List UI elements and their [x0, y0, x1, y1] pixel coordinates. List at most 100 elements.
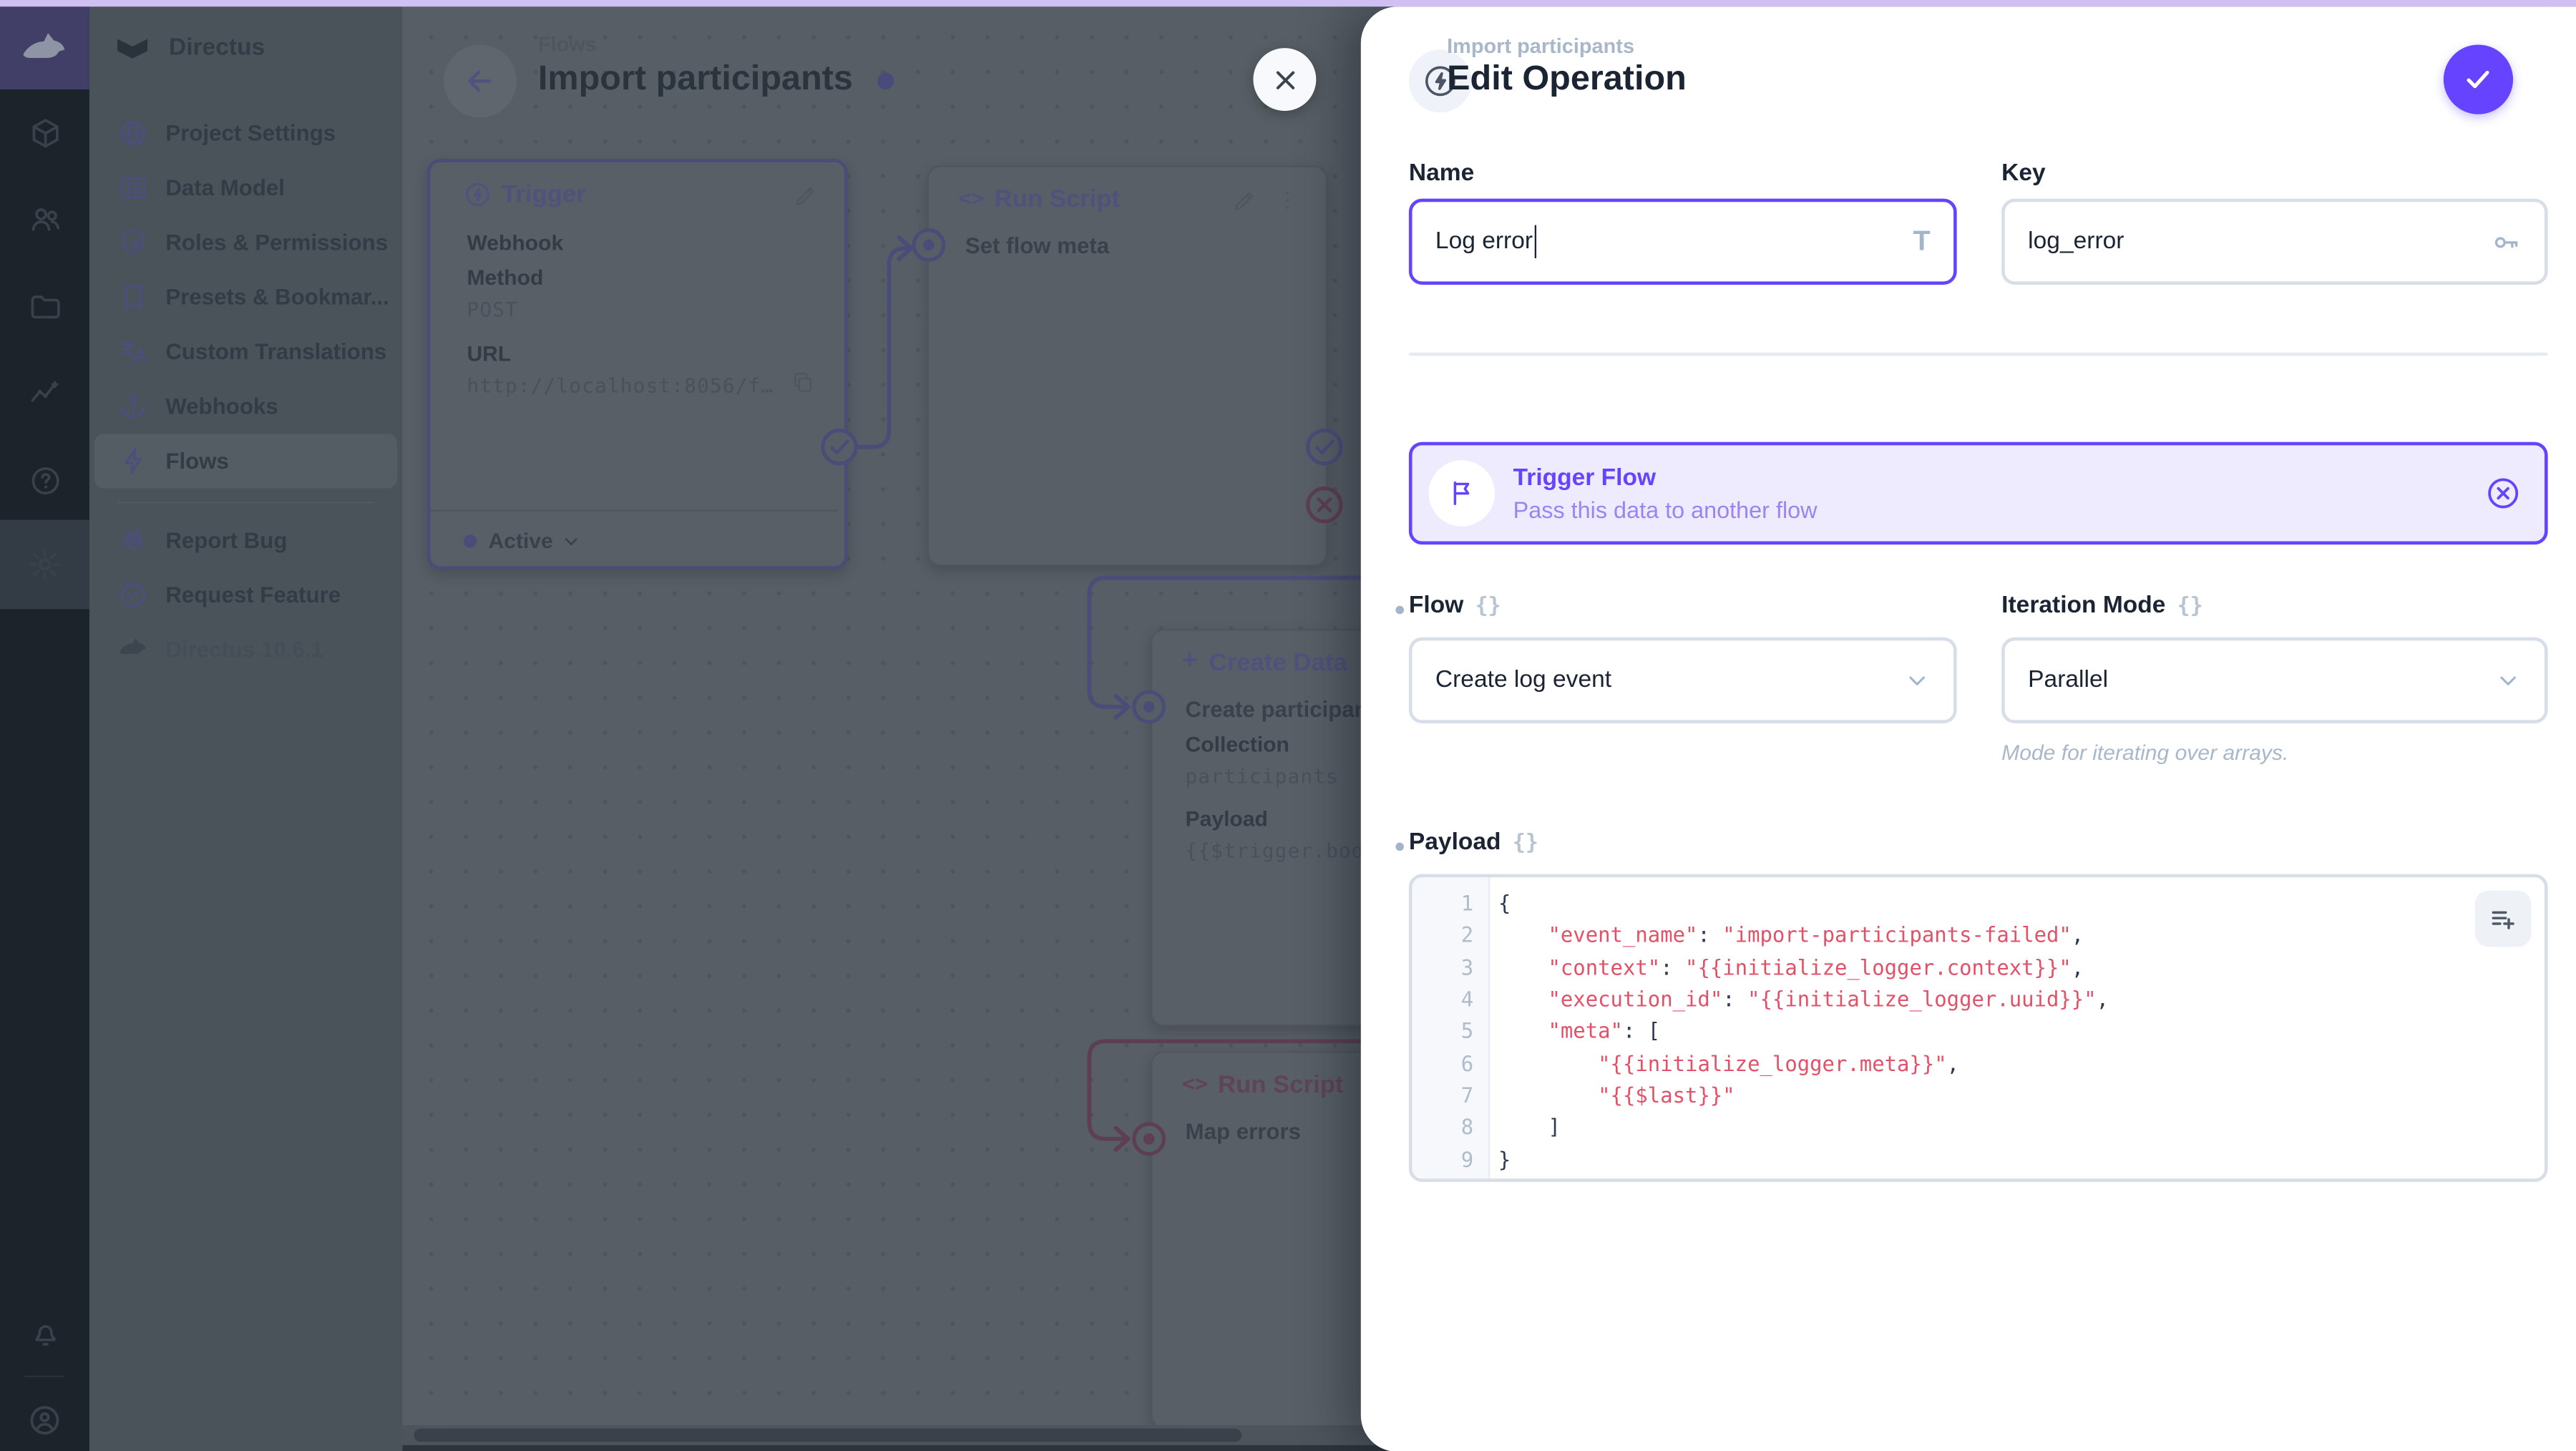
code-line[interactable]: 5 "meta": [ [1413, 1015, 2545, 1047]
code-line[interactable]: 4 "execution_id": "{{initialize_logger.u… [1413, 983, 2545, 1015]
breadcrumb[interactable]: Flows [537, 33, 597, 57]
operation-name: Set flow meta [965, 233, 1110, 258]
title-case-icon[interactable]: T [1913, 225, 1931, 257]
trigger-type: Webhook [467, 230, 564, 255]
edit-operation-icon[interactable] [1231, 189, 1257, 222]
gear-icon [29, 549, 60, 580]
operation-title: Run Script [994, 185, 1121, 214]
check-icon [2467, 70, 2489, 89]
code-text: "context": "{{initialize_logger.context}… [1548, 954, 2084, 980]
sidebar-item-presets-bookmarks[interactable]: Presets & Bookmar... [94, 270, 397, 324]
operation-panel-set-flow-meta[interactable]: <> Run Script Set flow meta [927, 165, 1328, 567]
sidebar-item-project-settings[interactable]: Project Settings [94, 106, 397, 160]
iteration-mode-select[interactable]: Parallel [2001, 637, 2548, 724]
code-text: "event_name": "import-participants-faile… [1548, 922, 2084, 948]
project-icon [117, 39, 148, 59]
code-text: "execution_id": "{{initialize_logger.uui… [1548, 986, 2109, 1012]
users-icon [31, 207, 59, 230]
help-icon [31, 466, 59, 494]
status-toggle[interactable]: Active [463, 528, 581, 553]
module-content[interactable] [0, 94, 89, 170]
close-drawer-button[interactable] [1253, 48, 1317, 112]
save-button[interactable] [2443, 44, 2514, 114]
iteration-label: Iteration Mode [2001, 592, 2166, 620]
raw-value-icon[interactable]: {} [1475, 593, 1501, 619]
module-insights[interactable] [0, 354, 89, 430]
code-text: "{{initialize_logger.meta}}", [1598, 1050, 1960, 1075]
line-number: 9 [1460, 1146, 1474, 1171]
directus-logo[interactable] [0, 0, 89, 89]
payload-label: Payload [1408, 829, 1501, 856]
name-input[interactable]: Log error T [1408, 198, 1957, 285]
code-text: "{{$last}}" [1598, 1082, 1735, 1108]
bolt-circle-icon [466, 182, 489, 207]
module-users[interactable] [0, 180, 89, 256]
arrow-left-icon [468, 70, 492, 92]
code-line[interactable]: 2 "event_name": "import-participants-fai… [1413, 919, 2545, 952]
back-button[interactable] [444, 44, 517, 118]
raw-value-icon[interactable]: {} [1512, 830, 1538, 855]
edit-operation-drawer: Import participants Edit Operation Name … [1360, 6, 2576, 1451]
raw-value-icon[interactable]: {} [2177, 593, 2203, 619]
trigger-panel[interactable]: Trigger Webhook Method POST URL http://l… [426, 159, 848, 570]
unsaved-dot [877, 72, 894, 89]
flow-select[interactable]: Create log event [1408, 637, 1957, 724]
payload-preview: {{$trigger.bod [1185, 839, 1365, 863]
code-text: "meta": [ [1548, 1018, 1661, 1044]
trigger-flow-banner[interactable]: Trigger Flow Pass this data to another f… [1408, 441, 2548, 545]
project-chooser[interactable]: Directus [89, 16, 402, 79]
add-lines-button[interactable] [2474, 890, 2532, 947]
status-dot [463, 534, 477, 547]
project-name: Directus [168, 34, 265, 62]
sidebar-item-label: Presets & Bookmar... [165, 284, 389, 310]
key-input[interactable]: log_error [2001, 198, 2548, 285]
activity-chart-icon [30, 380, 58, 401]
sidebar-item-roles-permissions[interactable]: Roles & Permissions [94, 215, 397, 270]
chevron-down-icon [565, 537, 577, 544]
sidebar-item-custom-translations[interactable]: Custom Translations [94, 324, 397, 378]
iteration-field-label: Iteration Mode {} [2001, 592, 2203, 619]
drawer-eyebrow: Import participants [1447, 34, 1635, 58]
name-value: Log error [1435, 228, 1533, 255]
required-dot [1395, 842, 1404, 851]
copy-url-icon[interactable] [791, 371, 814, 402]
canvas-scrollbar-thumb[interactable] [414, 1428, 1242, 1442]
translate-icon [117, 336, 149, 368]
key-icon [2490, 226, 2522, 258]
code-line[interactable]: 7 "{{$last}}" [1413, 1079, 2545, 1111]
banner-subtitle: Pass this data to another flow [1513, 495, 1818, 522]
notifications-button[interactable] [0, 1294, 89, 1370]
card-divider [430, 509, 838, 512]
module-settings[interactable] [0, 519, 89, 610]
line-number: 3 [1460, 954, 1474, 980]
edit-trigger-icon[interactable] [793, 184, 818, 217]
line-number: 2 [1460, 922, 1474, 948]
text-caret [1534, 225, 1537, 258]
user-avatar[interactable] [0, 1382, 89, 1451]
more-menu-icon[interactable] [1274, 187, 1299, 222]
bolt-icon [117, 445, 149, 477]
code-line[interactable]: 6 "{{initialize_logger.meta}}", [1413, 1047, 2545, 1079]
module-bar-divider [24, 1375, 65, 1377]
code-line[interactable]: 9} [1413, 1143, 2545, 1175]
banner-title: Trigger Flow [1513, 464, 1657, 491]
nav-divider [117, 502, 374, 504]
flow-field-label: Flow {} [1409, 592, 1501, 619]
code-line[interactable]: 1{ [1413, 887, 2545, 919]
sidebar-item-flows[interactable]: Flows [94, 434, 398, 489]
drawer-title: Edit Operation [1447, 59, 1687, 98]
sidebar-item-request-feature[interactable]: Request Feature [94, 568, 397, 622]
sidebar-item-report-bug[interactable]: Report Bug [94, 513, 397, 567]
code-line[interactable]: 3 "context": "{{initialize_logger.contex… [1413, 951, 2545, 983]
module-files[interactable] [0, 268, 89, 344]
code-line[interactable]: 8 ] [1413, 1111, 2545, 1143]
operation-icon-badge [1408, 49, 1472, 113]
sidebar-item-data-model[interactable]: Data Model [94, 160, 397, 215]
method-value: POST [467, 298, 518, 321]
remove-trigger-flow-icon[interactable] [2485, 475, 2522, 512]
sidebar-item-version: Directus 10.6.1 [94, 622, 397, 677]
payload-code-editor[interactable]: 1{2 "event_name": "import-participants-f… [1408, 874, 2548, 1182]
module-help[interactable] [0, 442, 89, 518]
sidebar-item-webhooks[interactable]: Webhooks [94, 379, 397, 434]
